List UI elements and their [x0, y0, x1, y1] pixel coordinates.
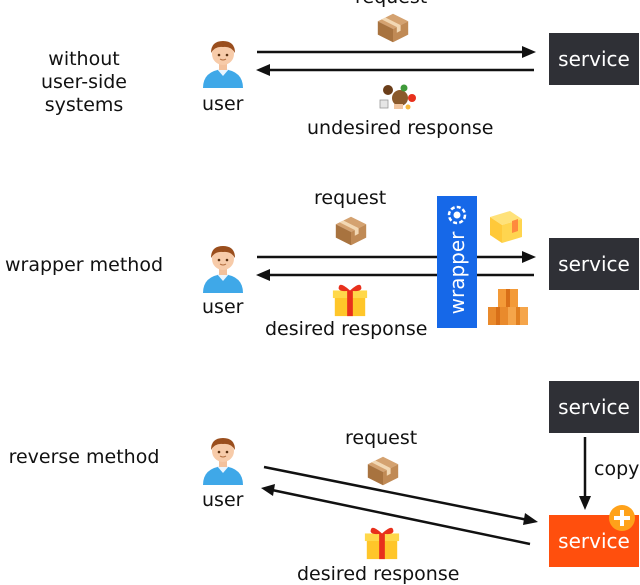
stacked-boxes-icon [488, 289, 528, 325]
copy-arrowhead [579, 496, 591, 510]
request-arrow [263, 465, 529, 522]
user-label: user [202, 93, 244, 115]
row-label-line2: user-side systems [40, 71, 127, 116]
package-box-icon [490, 211, 522, 243]
user-avatar-icon [202, 40, 244, 88]
row-label-reverse: reverse method [8, 446, 160, 468]
request-arrowhead [522, 251, 536, 263]
service-box: service [549, 33, 639, 85]
messy-items-icon [379, 84, 416, 110]
package-box-icon [335, 216, 367, 246]
row-label-without: without user-side systems [0, 48, 168, 117]
wrapper-label: wrapper [445, 231, 469, 314]
response-arrowhead [256, 64, 270, 76]
row-reverse-graphics [202, 437, 591, 560]
user-label: user [202, 296, 244, 318]
wrapper-bar: wrapper [437, 196, 477, 328]
response-arrow [271, 488, 531, 546]
package-box-icon [367, 456, 399, 486]
request-arrowhead [523, 513, 538, 525]
desired-response-label: desired response [265, 318, 428, 340]
service-box: service [549, 238, 639, 290]
row-label-line1: without [48, 48, 120, 70]
undesired-response-label: undesired response [307, 117, 494, 139]
user-label: user [202, 489, 244, 511]
service-box: service [549, 381, 639, 433]
package-box-icon [377, 13, 409, 43]
row-wrapper-graphics [202, 211, 536, 325]
response-arrowhead [261, 484, 275, 496]
request-arrowhead [522, 46, 536, 58]
copy-label: copy [594, 458, 640, 480]
gift-box-icon [332, 284, 368, 317]
plus-badge-icon [609, 505, 635, 531]
user-avatar-icon [202, 437, 244, 485]
gear-refresh-icon [447, 205, 467, 225]
row-without-graphics [202, 13, 536, 110]
request-label: request [314, 187, 387, 209]
user-avatar-icon [202, 245, 244, 293]
response-arrowhead [256, 269, 270, 281]
request-label: request [355, 0, 427, 8]
row-label-wrapper: wrapper method [4, 254, 164, 276]
desired-response-label: desired response [297, 563, 460, 585]
gift-box-icon [364, 527, 400, 560]
request-label: request [345, 427, 418, 449]
